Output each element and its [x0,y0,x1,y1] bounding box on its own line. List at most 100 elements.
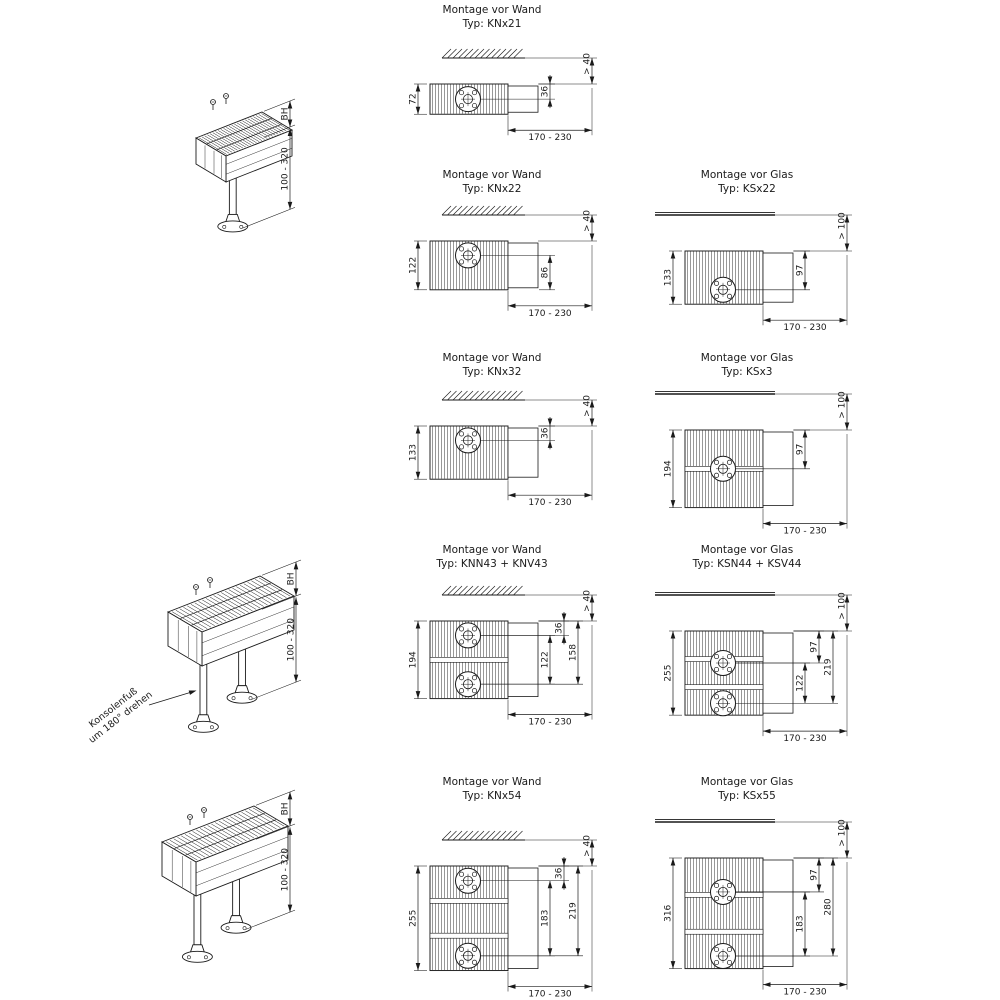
diagram-title: Montage vor Glas [701,352,793,364]
console-dim-label: 36 [555,867,565,879]
wall-distance-dim-label: 170 - 230 [783,734,827,744]
connection-block [762,632,794,714]
arrowhead [763,728,771,734]
console-screw [726,959,733,966]
hatch-line [507,585,518,596]
radiator-body [429,865,539,972]
radiator-box [160,805,290,897]
console-screw [713,666,720,673]
diagram-type-label: Typ: KNx54 [462,790,522,802]
arrowhead [830,631,836,639]
leg-range-dim-label: 100 - 320 [281,147,291,191]
arrowhead [584,303,592,309]
console-plate [455,867,481,894]
console-screw [471,103,478,109]
console-screw [726,293,733,299]
wall-hatch [441,205,525,216]
hatch-line [513,585,523,596]
arrowhead [589,613,595,621]
arrowhead [844,422,850,430]
hatch-line [507,830,518,841]
console-screw [458,103,465,109]
console-screw [713,459,720,465]
arrowhead [816,655,822,664]
glass-pane [655,391,775,395]
bh-dim-label: BH [281,107,291,120]
console-screw [471,431,478,437]
fin-line [211,823,243,843]
console-screw [458,259,465,265]
fin-line [204,135,233,153]
fin-line [192,831,224,851]
hatch-line [458,48,468,59]
screw [201,807,207,818]
console-screw [471,444,478,450]
row-seam [180,582,271,619]
arrowhead [584,712,592,717]
console-screw [726,459,733,465]
arrowhead [508,127,516,133]
arrowhead [575,866,581,874]
diagram-title: Montage vor Glas [701,169,793,181]
box-end [167,611,203,667]
fin-line [213,595,246,615]
fin-line [226,127,254,145]
arrowhead [584,127,592,133]
hatch-line [485,830,496,841]
dimension-vertical: 122 [541,635,553,685]
fin-line [218,820,251,840]
radiator-box [194,111,294,183]
front-seam [195,849,289,887]
radiator-body [684,250,794,305]
fin-line [212,132,241,150]
console-screw [458,871,465,877]
hatch-line [485,205,496,216]
arrowhead [589,840,595,848]
hatch-line [463,390,474,401]
diagram-title: Montage vor Wand [443,4,542,16]
hatch-line [441,48,452,59]
hatch-line [469,48,479,59]
wall-distance-dim-label: 170 - 230 [528,718,572,728]
element-separator [684,928,764,935]
console-dim-label: 219 [569,902,579,919]
fin-line [215,822,247,842]
console-screw [726,707,733,713]
hatch-line [485,48,496,59]
arrowhead [589,76,595,84]
ext-line [251,679,302,700]
console-screw [726,280,733,286]
diagram-type-label: Typ: KNx32 [462,366,522,378]
connection-block [762,859,794,967]
fin-line [232,587,264,607]
hatch-line [458,585,468,596]
fin-line [177,837,209,856]
height-dim-label: 316 [664,904,674,921]
fin-line [181,835,213,855]
fin-line [247,581,279,601]
arrowhead [839,521,847,526]
hatch-line [463,48,474,59]
diagram-type-label: Typ: KSx55 [717,790,776,802]
console-screw [458,946,465,952]
arrowhead [415,621,421,629]
radiator-body [429,425,539,480]
fin-line [224,590,257,610]
wall-distance-dim-label: 170 - 230 [528,990,572,1000]
arrowhead [287,100,293,109]
dimension-vertical: 316 [664,858,676,969]
arrowhead [589,858,595,866]
row-seam [185,819,276,856]
fin-line [223,128,252,146]
console-screw [726,882,733,889]
console-dim-label: 122 [796,675,806,692]
console-screw [458,246,465,252]
dimension-vertical: 219 [824,631,836,704]
arrowhead [575,676,581,685]
console-screw [458,626,465,632]
box-end [195,137,227,183]
